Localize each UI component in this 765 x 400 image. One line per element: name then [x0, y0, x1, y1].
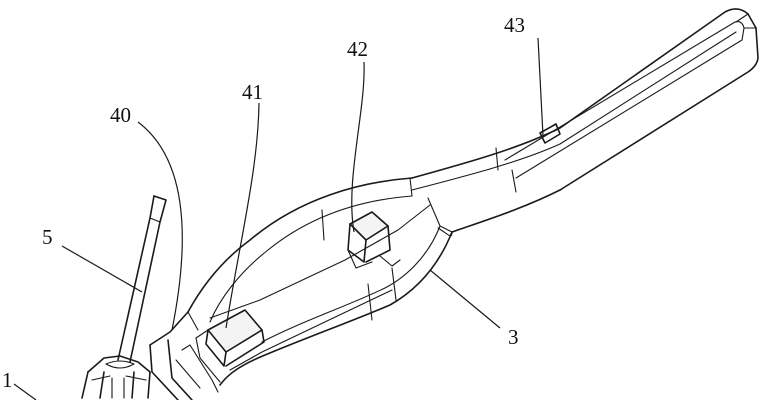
reference-numerals: 43 42 41 40 5 3 1 [2, 13, 525, 392]
main-body [187, 177, 453, 386]
pad-41 [195, 309, 265, 383]
label-42: 42 [347, 37, 368, 61]
leader-43 [537, 37, 544, 137]
label-40: 40 [110, 103, 131, 127]
label-5: 5 [42, 225, 53, 249]
handle-arm [409, 8, 759, 233]
leader-1 [13, 383, 37, 400]
leader-5 [61, 245, 143, 293]
leader-3 [429, 269, 501, 329]
label-1: 1 [2, 368, 13, 392]
label-3: 3 [508, 325, 519, 349]
connector [81, 355, 151, 399]
leader-40 [137, 121, 183, 331]
rod-5 [117, 195, 167, 363]
label-41: 41 [242, 80, 263, 104]
leader-41 [225, 102, 260, 329]
leader-42 [351, 61, 365, 233]
label-43: 43 [504, 13, 525, 37]
block-42 [347, 211, 401, 269]
head-part-1 [149, 311, 219, 400]
leader-lines [13, 37, 544, 400]
